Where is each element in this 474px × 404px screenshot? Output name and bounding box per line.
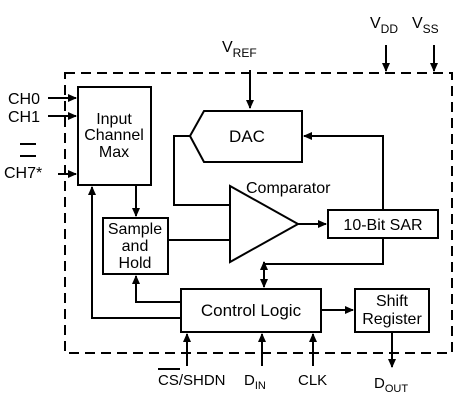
comparator: Comparator	[229, 180, 331, 264]
vref-pin: VREF	[222, 39, 257, 109]
signal-wires	[88, 132, 384, 319]
sar-block: 10-Bit SAR	[327, 209, 439, 239]
control-logic-block: Control Logic	[180, 288, 322, 333]
svg-text:Hold: Hold	[119, 255, 152, 272]
svg-text:Shift: Shift	[376, 293, 409, 310]
svg-text:Comparator: Comparator	[246, 180, 331, 197]
svg-text:CH7*: CH7*	[4, 165, 42, 182]
svg-text:VREF: VREF	[222, 39, 257, 60]
vss-pin: VSS	[412, 15, 439, 72]
svg-text:and: and	[122, 238, 149, 255]
svg-text:CLK: CLK	[298, 372, 327, 389]
svg-text:DOUT: DOUT	[374, 375, 408, 395]
svg-text:VDD: VDD	[370, 15, 398, 36]
svg-text:CH1: CH1	[8, 109, 40, 126]
svg-text:VSS: VSS	[412, 15, 439, 36]
svg-text:Sample: Sample	[108, 221, 162, 238]
din-pin: DIN	[244, 333, 266, 392]
dac-block: DAC	[188, 110, 303, 163]
svg-text:CH0: CH0	[8, 91, 40, 108]
svg-text:Max: Max	[99, 144, 129, 161]
svg-text:DIN: DIN	[244, 372, 266, 392]
input-channel-mux: Input Channel Max	[77, 86, 152, 186]
svg-text:10-Bit SAR: 10-Bit SAR	[343, 217, 422, 234]
channel-inputs: CH0 CH1 CH7*	[4, 91, 77, 182]
shift-register-block: Shift Register	[354, 288, 430, 333]
vdd-pin: VDD	[370, 15, 398, 72]
sample-hold-block: Sample and Hold	[102, 217, 169, 275]
svg-text:Channel: Channel	[84, 127, 144, 144]
cs-shdn-pin: CS/SHDN	[158, 333, 226, 389]
svg-text:Register: Register	[362, 311, 422, 328]
svg-text:DAC: DAC	[229, 127, 265, 146]
clk-pin: CLK	[298, 333, 327, 389]
svg-text:Control Logic: Control Logic	[201, 301, 302, 320]
chip-boundary	[64, 72, 453, 354]
svg-text:Input: Input	[96, 111, 132, 128]
svg-text:CS/SHDN: CS/SHDN	[158, 372, 226, 389]
dout-pin: DOUT	[374, 332, 408, 395]
